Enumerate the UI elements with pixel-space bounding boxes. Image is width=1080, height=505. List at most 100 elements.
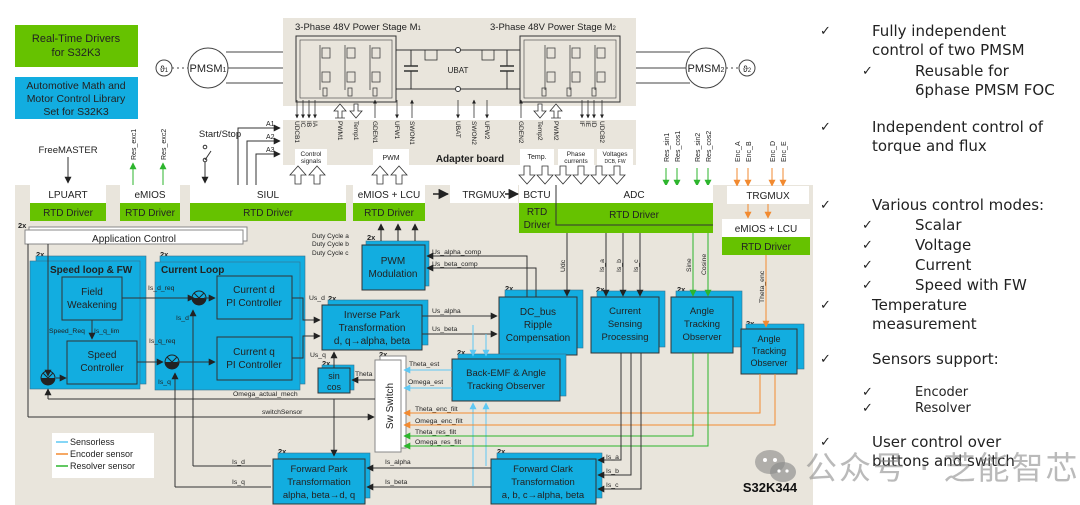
svg-text:2x: 2x [278,447,287,456]
svg-text:d, q→alpha, beta: d, q→alpha, beta [334,336,411,347]
svg-text:Us_alpha_comp: Us_alpha_comp [432,249,481,256]
adapter-signal-label: UBAT [454,121,461,138]
a1-label: A1 [266,121,275,128]
bullet-text: Voltage [915,236,972,254]
legend-label: Encoder sensor [70,449,133,459]
checkmark-icon: ✓ [820,298,831,313]
inverse-park-block: 2x Inverse Park Transformation d, q→alph… [321,294,429,351]
chip-label: S32K344 [743,480,798,495]
res-exc-outputs: Res_exc1 Res_exc2 [129,129,168,185]
adapter-board-label: Adapter board [436,154,504,165]
svg-text:TRGMUX: TRGMUX [746,191,790,202]
amm-legend-line1: Automotive Math and [26,80,125,92]
checkmark-icon: ✓ [862,401,873,416]
svg-text:2x: 2x [367,233,376,242]
freemaster-label: FreeMASTER [38,145,97,156]
svg-text:Is_d_req: Is_d_req [148,285,175,292]
svg-text:Observer: Observer [750,358,787,368]
pmsm1-label: PMSM [190,63,223,75]
bullet-text: Speed with FW [915,276,1027,294]
svg-text:Is_b: Is_b [616,259,623,272]
svg-text:Modulation: Modulation [369,269,418,280]
svg-text:Theta: Theta [355,371,373,378]
svg-text:Transformation: Transformation [287,477,351,488]
bullet-text: Current [915,256,972,274]
rtd-legend-box: Real-Time Drivers for S32K3 [15,25,138,67]
svg-text:Is_b: Is_b [606,468,619,475]
svg-text:Compensation: Compensation [506,333,570,344]
svg-text:PMSM2: PMSM2 [688,63,725,75]
svg-text:Angle: Angle [690,306,714,317]
hollow-arrow-down [590,165,608,185]
svg-text:Is_d: Is_d [232,459,245,466]
svg-text:Is_d: Is_d [176,315,189,322]
svg-text:ADC: ADC [623,190,644,201]
group-temp: Temp. [527,154,546,161]
svg-text:Omega_actual_mech: Omega_actual_mech [233,391,298,398]
rtd-legend-line2: for S32K3 [52,47,101,59]
peripheral-trgmux: TRGMUX [450,185,518,203]
group-control-signals-l2: signals [301,158,322,165]
checkmark-icon: ✓ [862,258,873,273]
svg-text:Transformation: Transformation [339,323,406,334]
svg-text:Us_q: Us_q [310,352,326,359]
enc-a-label: Enc_A [735,141,742,162]
power-stage-m2-title: 3-Phase 48V Power Stage M2 [490,22,617,33]
adapter-signal-label: GDEN2 [517,121,524,144]
svg-text:RTD Driver: RTD Driver [364,208,414,219]
checkmark-icon: ✓ [862,278,873,293]
svg-text:Driver: Driver [524,220,551,231]
svg-text:RTD Driver: RTD Driver [609,210,659,221]
svg-text:Observer: Observer [682,332,721,343]
theta1-sensor-icon: ϑ1 [160,64,169,74]
svg-text:Current d: Current d [233,285,275,296]
application-control-block: 2x Application Control [18,221,248,245]
adapter-signal-label: IB [305,121,312,127]
svg-text:Speed_Req: Speed_Req [49,328,85,335]
svg-text:2x: 2x [497,447,506,456]
svg-text:Theta_enc_filt: Theta_enc_filt [415,406,458,413]
encoder-inputs: Enc_A Enc_B Enc_D Enc_E [733,141,788,187]
hollow-arrow-down [572,165,590,185]
motor-control-diagram: Real-Time Drivers for S32K3 Automotive M… [15,18,813,505]
peripheral-bctu: BCTU RTD Driver [519,185,555,233]
adapter-signal-label: IC [299,121,306,128]
peripheral-emios-lcu: eMIOS + LCU RTD Driver [353,185,425,221]
wechat-watermark-icon [755,450,796,482]
bullet-text: Various control modes: [872,196,1045,214]
svg-text:LPUART: LPUART [48,190,87,201]
group-phase-l1: Phase [567,151,586,158]
peripheral-adc: ADC RTD Driver [555,185,713,233]
checkmark-icon: ✓ [862,385,873,400]
forward-clark-block: 2x Forward Clark Transformation a, b, c→… [490,447,603,505]
adapter-signal-label: IA [311,121,318,128]
svg-text:Theta_enc: Theta_enc [759,270,766,303]
adapter-signal-label: SWON2 [470,121,477,145]
res-exc1-label: Res_exc1 [131,129,138,160]
svg-text:Inverse Park: Inverse Park [344,310,401,321]
svg-text:eMIOS + LCU: eMIOS + LCU [358,190,421,201]
svg-text:Tracking: Tracking [684,319,720,330]
dc-bus-ripple-block: 2x DC_bus Ripple Compensation [498,284,584,356]
adapter-signal-label: UDCB2 [598,121,605,143]
amm-legend-box: Automotive Math and Motor Control Librar… [15,77,138,119]
svg-text:Omega_res_filt: Omega_res_filt [415,439,461,446]
svg-text:Us_d: Us_d [309,295,325,302]
adapter-signal-label: UFW2 [483,121,490,140]
resolver-inputs: Res_sin1 Res_cos1 Res_sin2 Res_cos2 [662,131,713,187]
svg-text:RTD Driver: RTD Driver [43,208,93,219]
svg-text:eMIOS: eMIOS [134,190,165,201]
adapter-signal-label: GDEN1 [371,121,378,144]
checkmark-icon: ✓ [820,352,831,367]
svg-text:Is_q: Is_q [158,379,171,386]
checkmark-icon: ✓ [862,238,873,253]
group-voltages-l2: DCB, FW [604,159,625,165]
bullet-text: Encoder [915,385,969,400]
start-stop-switch[interactable]: Start/Stop [199,129,241,184]
angle-tracking-observer-encoder: 2x Angle Tracking Observer [740,319,805,375]
